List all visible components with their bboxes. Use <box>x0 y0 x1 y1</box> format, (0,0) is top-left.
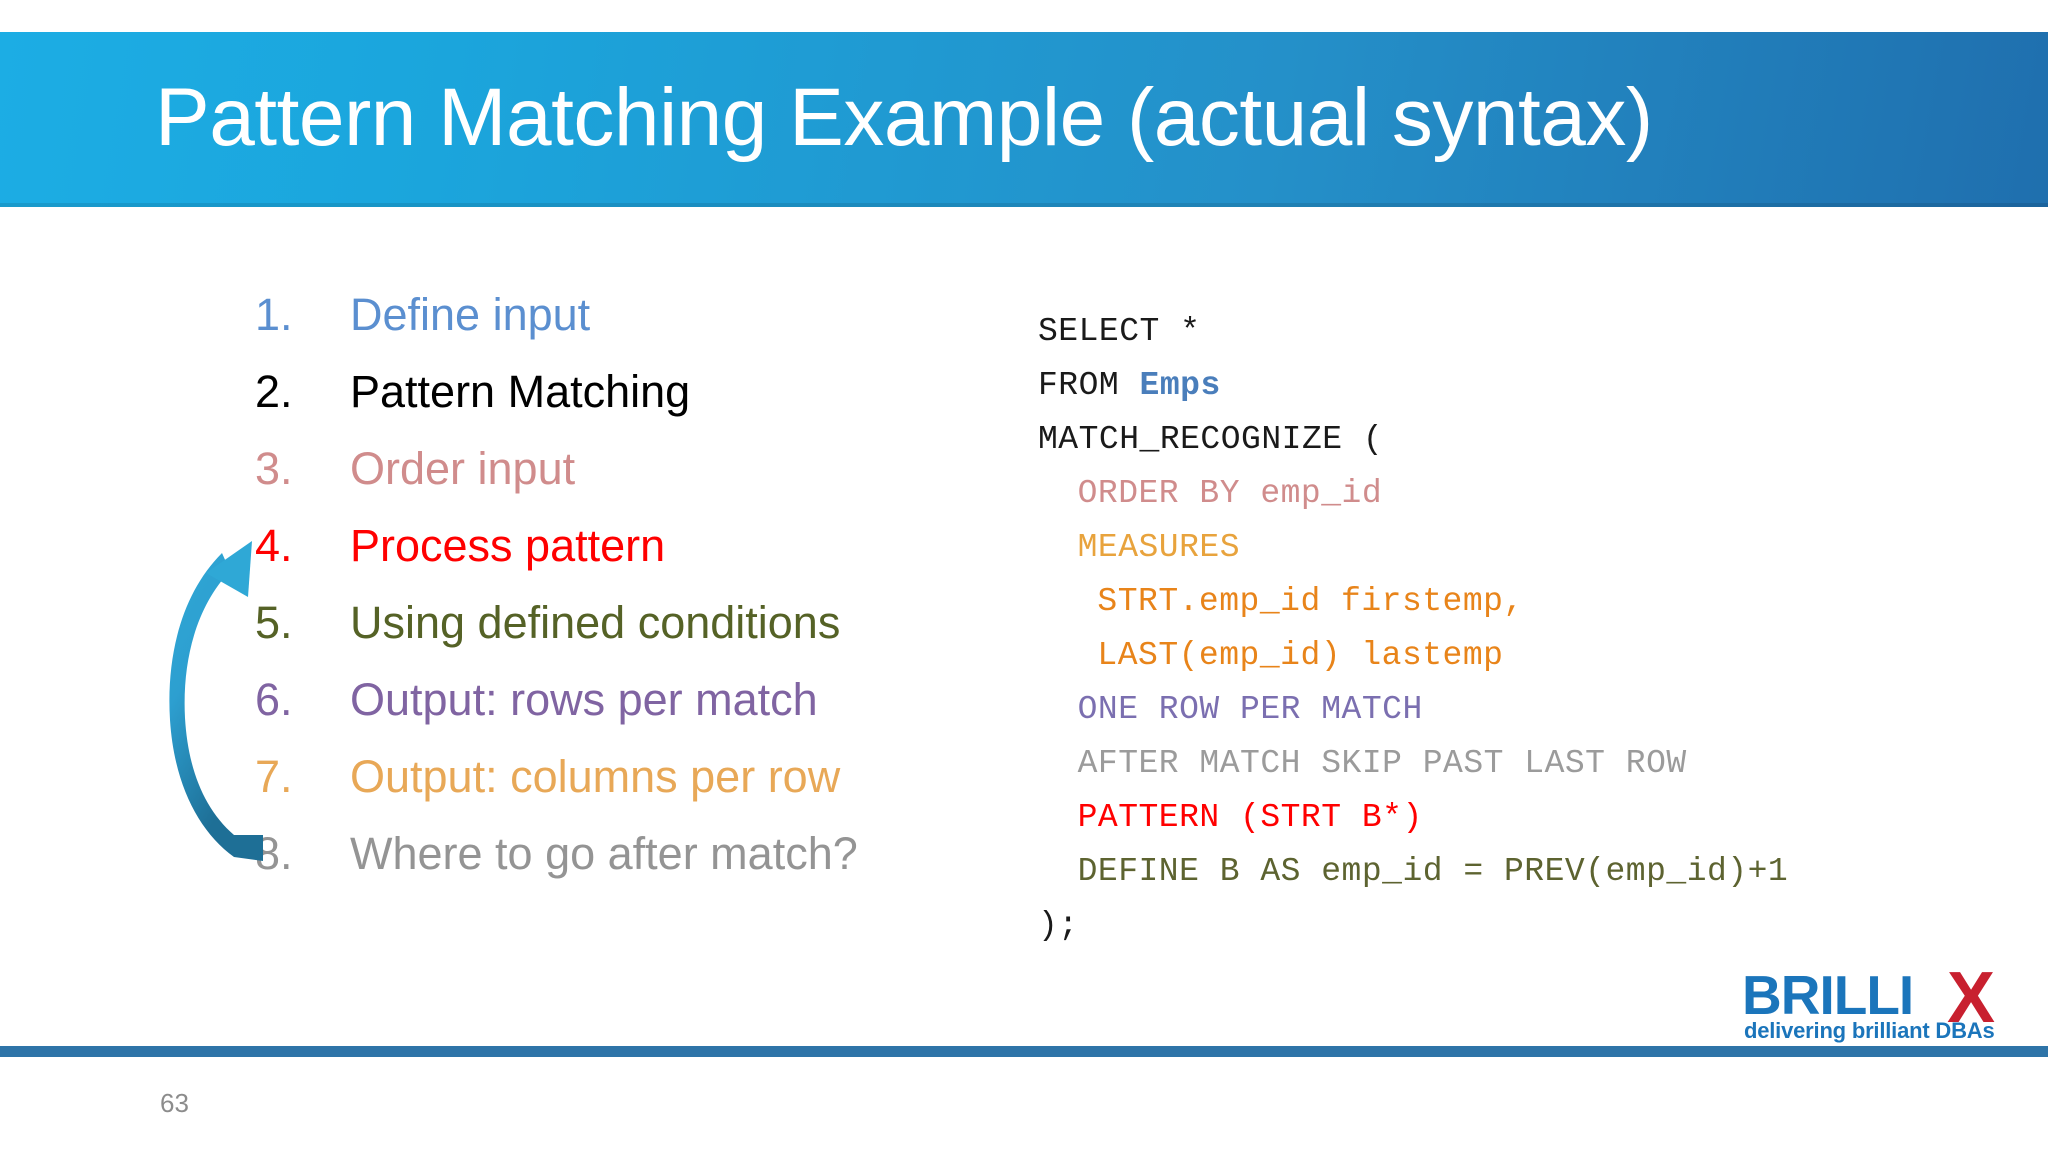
sql-line-11: DEFINE B AS emp_id = PREV(emp_id)+1 <box>1038 845 1788 899</box>
step-number: 6. <box>255 674 293 725</box>
sql-line-12: ); <box>1038 899 1788 953</box>
sql-line-5: MEASURES <box>1038 521 1788 575</box>
brillix-logo: BRILLI X delivering brilliant DBAs <box>1742 962 2032 1046</box>
step-number: 4. <box>255 520 293 571</box>
sql-text: STRT.emp_id firstemp, <box>1097 583 1524 620</box>
step-item-3: 3. Order input <box>255 446 955 523</box>
step-number: 3. <box>255 443 293 494</box>
sql-line-2: FROM Emps <box>1038 359 1788 413</box>
page-title: Pattern Matching Example (actual syntax) <box>155 71 1653 163</box>
page-number: 63 <box>160 1088 189 1118</box>
sql-line-8: ONE ROW PER MATCH <box>1038 683 1788 737</box>
sql-line-10: PATTERN (STRT B*) <box>1038 791 1788 845</box>
footer-rule <box>0 1046 2048 1057</box>
sql-text: FROM <box>1038 367 1140 404</box>
sql-text: ORDER BY emp_id <box>1077 475 1383 512</box>
step-label: Output: columns per row <box>350 751 841 802</box>
sql-text: MEASURES <box>1077 529 1241 566</box>
logo-x-letter: X <box>1947 958 1996 1038</box>
step-label: Define input <box>350 289 591 340</box>
logo-tagline: delivering brilliant DBAs <box>1744 1018 1995 1043</box>
sql-line-9: AFTER MATCH SKIP PAST LAST ROW <box>1038 737 1788 791</box>
sql-line-3: MATCH_RECOGNIZE ( <box>1038 413 1788 467</box>
sql-line-6: STRT.emp_id firstemp, <box>1038 575 1788 629</box>
step-label: Pattern Matching <box>350 366 691 417</box>
step-number: 5. <box>255 597 293 648</box>
step-number: 1. <box>255 289 293 340</box>
step-label: Process pattern <box>350 520 666 571</box>
logo-wordmark: BRILLI <box>1742 964 1914 1026</box>
sql-text: ONE ROW PER MATCH <box>1077 691 1423 728</box>
sql-line-1: SELECT * <box>1038 305 1788 359</box>
curved-loop-arrow <box>160 535 305 875</box>
sql-text: DEFINE B AS emp_id = PREV(emp_id)+1 <box>1077 853 1789 890</box>
sql-text: SELECT * <box>1038 313 1201 350</box>
sql-table-name: Emps <box>1139 367 1221 404</box>
sql-line-7: LAST(emp_id) lastemp <box>1038 629 1788 683</box>
step-item-7: 7. Output: columns per row <box>255 754 955 831</box>
step-label: Using defined conditions <box>350 597 841 648</box>
sql-text: ); <box>1038 907 1079 944</box>
step-list: 1. Define input 2. Pattern Matching 3. Order … <box>255 292 955 908</box>
sql-text: LAST(emp_id) lastemp <box>1097 637 1504 674</box>
sql-line-4: ORDER BY emp_id <box>1038 467 1788 521</box>
step-label: Order input <box>350 443 576 494</box>
step-number: 2. <box>255 366 293 417</box>
step-label: Output: rows per match <box>350 674 818 725</box>
step-item-1: 1. Define input <box>255 292 955 369</box>
step-item-8: 8.Where to go after match? <box>255 831 955 908</box>
sql-text: AFTER MATCH SKIP PAST LAST ROW <box>1077 745 1687 782</box>
step-item-4: 4. Process pattern <box>255 523 955 600</box>
sql-text: MATCH_RECOGNIZE ( <box>1038 421 1384 458</box>
step-item-5: 5. Using defined conditions <box>255 600 955 677</box>
step-label: Where to go after match? <box>350 828 858 879</box>
step-item-2: 2. Pattern Matching <box>255 369 955 446</box>
title-banner: Pattern Matching Example (actual syntax) <box>0 32 2048 207</box>
sql-text: PATTERN (STRT B*) <box>1077 799 1423 836</box>
step-number: 7. <box>255 751 293 802</box>
step-item-6: 6. Output: rows per match <box>255 677 955 754</box>
